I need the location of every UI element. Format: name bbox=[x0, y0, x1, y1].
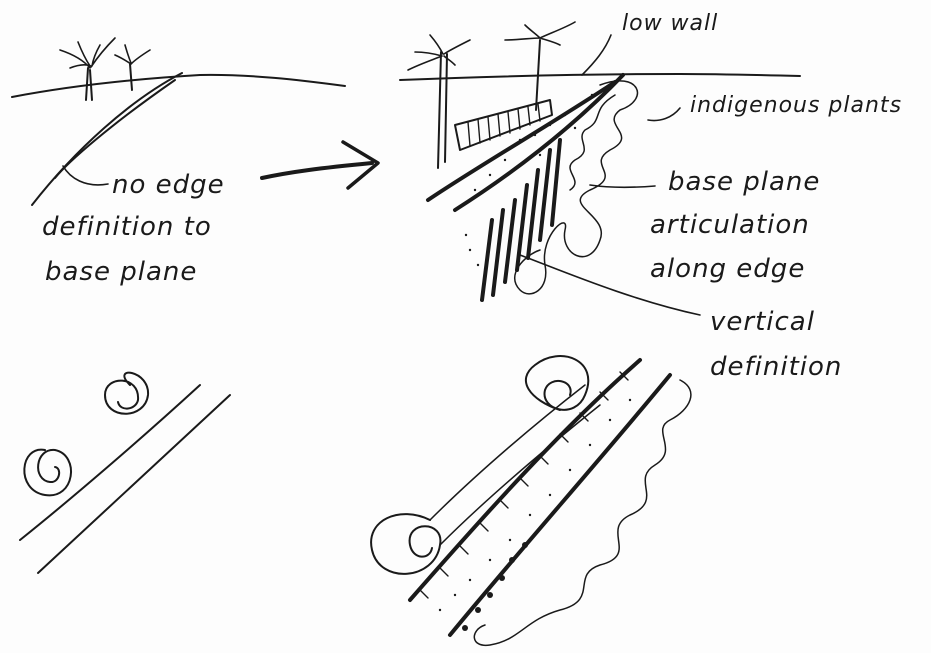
tree-swirl-1 bbox=[105, 373, 148, 414]
plan-edge-line-2 bbox=[38, 395, 230, 573]
label-no-edge-line2: definition to bbox=[42, 210, 212, 244]
tree-swirl-4 bbox=[371, 514, 440, 574]
tree-swirl-2 bbox=[24, 450, 71, 496]
label-indigenous-plants: indigenous plants bbox=[690, 92, 902, 120]
label-low-wall: low wall bbox=[622, 10, 718, 38]
label-no-edge-line3: base plane bbox=[45, 255, 197, 289]
tree-sketch-1 bbox=[60, 38, 115, 100]
label-vertical-line1: vertical bbox=[710, 305, 815, 339]
label-base-plane-line1: base plane bbox=[668, 165, 820, 199]
tree-sketch-3 bbox=[408, 35, 470, 168]
label-base-plane-line3: along edge bbox=[650, 252, 805, 286]
plan-edge-ticks bbox=[420, 372, 628, 598]
low-wall-block bbox=[455, 100, 552, 150]
sketch-plan-articulated bbox=[371, 356, 691, 645]
horizon-line-left bbox=[12, 75, 345, 97]
horizon-line-right bbox=[400, 74, 800, 80]
transform-arrow bbox=[262, 142, 378, 188]
label-vertical-line2: definition bbox=[710, 350, 842, 384]
label-no-edge-line1: no edge bbox=[112, 168, 225, 202]
leader-low-wall bbox=[582, 35, 611, 75]
leader-no-edge bbox=[63, 166, 108, 185]
tree-to-path-lines bbox=[430, 385, 600, 545]
label-base-plane-line2: articulation bbox=[650, 208, 810, 242]
leader-indigenous-plants bbox=[648, 108, 680, 121]
tree-sketch-2 bbox=[115, 45, 150, 90]
tree-swirl-3 bbox=[526, 356, 588, 410]
sketch-plan-simple bbox=[20, 373, 230, 573]
path-edge-outer bbox=[428, 82, 615, 200]
ground-edge-line-inner bbox=[55, 80, 175, 178]
tree-sketch-4 bbox=[505, 22, 575, 110]
plan-stipple bbox=[439, 399, 631, 611]
